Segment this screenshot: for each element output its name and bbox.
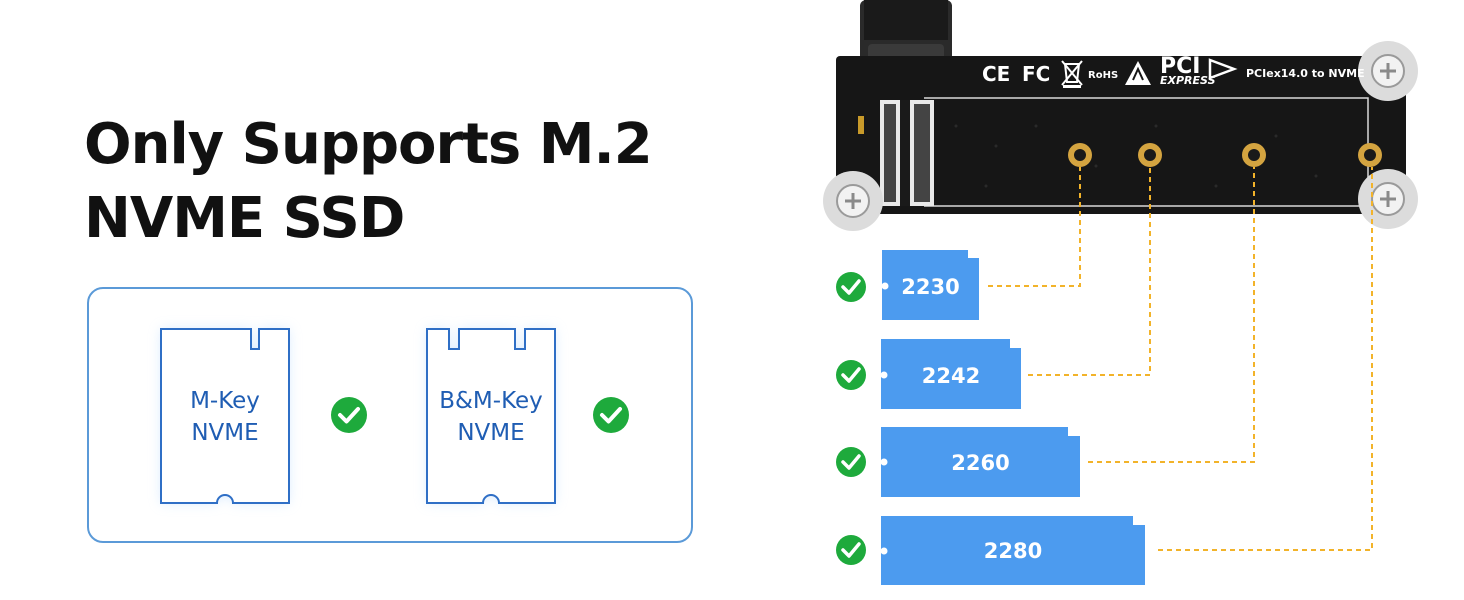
ce-mark: CE [982, 62, 1011, 86]
m-key-label: M-Key NVME [190, 388, 260, 446]
check-icon [836, 272, 866, 302]
key-compatibility-panel: M-Key NVME B&M-Key NVME [87, 287, 693, 543]
ssd-2260 [881, 427, 1080, 497]
ssd-2280 [881, 516, 1145, 585]
m-key-card: M-Key NVME [160, 328, 290, 504]
ssd-2230 [882, 250, 979, 320]
ssd-size-label: 2260 [951, 451, 1010, 475]
bm-key-card: B&M-Key NVME [426, 328, 556, 504]
ssd-size-label: 2242 [921, 364, 981, 388]
adapter-model-label: PCIex14.0 to NVME [1246, 67, 1365, 80]
leader-line [988, 167, 1081, 287]
adapter-board [836, 56, 1406, 214]
rohs-mark: RoHS [1088, 70, 1119, 81]
page-title: Only Supports M.2 NVME SSD [84, 112, 653, 251]
bm-key-label: B&M-Key NVME [439, 388, 543, 446]
pci-express-mark: EXPRESS [1160, 74, 1216, 87]
fc-mark: FC [1022, 62, 1051, 86]
pcie-cable [860, 0, 952, 72]
ssd-2242 [881, 339, 1021, 409]
pci-mark: PCI [1160, 54, 1201, 79]
esd-warning-icon [1125, 61, 1151, 85]
screw-icon [1358, 41, 1418, 101]
check-icon [331, 397, 367, 433]
pci-arrow-icon [1208, 58, 1238, 80]
leader-line [1158, 167, 1373, 551]
check-icon [836, 535, 866, 565]
check-icon [593, 397, 629, 433]
leader-line [1028, 167, 1151, 376]
check-icon [836, 447, 866, 477]
ssd-size-label: 2280 [983, 539, 1043, 563]
check-icon [836, 360, 866, 390]
mounting-hole [1068, 143, 1092, 167]
leader-line [1088, 167, 1255, 463]
m-key-ssd-icon [160, 328, 290, 504]
screw-icon [823, 171, 883, 231]
bm-key-ssd-icon [426, 328, 556, 504]
ssd-size-label: 2230 [901, 275, 960, 299]
weee-bin-icon [1061, 60, 1083, 88]
